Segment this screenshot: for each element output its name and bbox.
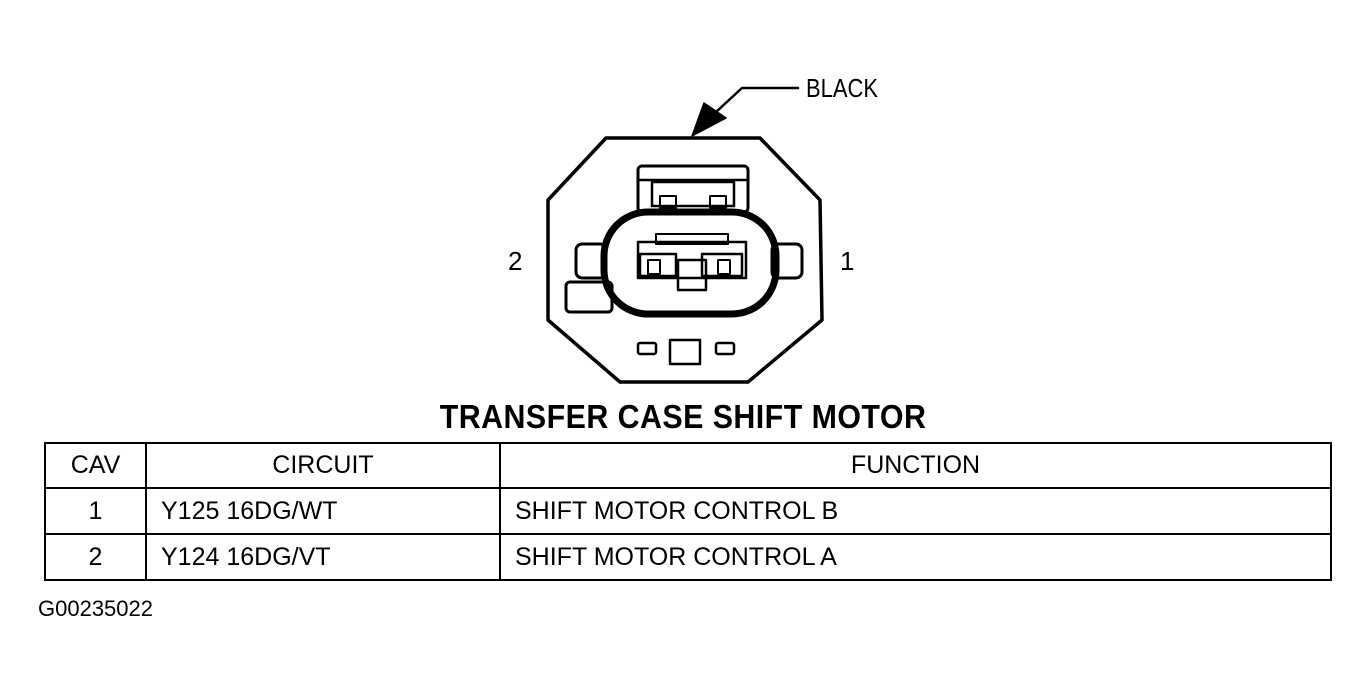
pin-label-left: 2 — [508, 246, 522, 276]
bottom-slot-center — [668, 338, 702, 366]
table-header-row: CAV CIRCUIT FUNCTION — [44, 442, 1332, 489]
connector-color-label: BLACK — [806, 73, 879, 103]
table-row: 2 Y124 16DG/VT SHIFT MOTOR CONTROL A — [44, 533, 1332, 581]
cavity-1 — [700, 252, 744, 278]
diagram-title: TRANSFER CASE SHIFT MOTOR — [439, 398, 927, 435]
pin-label-right: 1 — [840, 246, 854, 276]
cell-function: SHIFT MOTOR CONTROL A — [499, 533, 1332, 581]
header-function: FUNCTION — [499, 442, 1332, 489]
connector-housing — [546, 136, 824, 384]
bottom-slot-right — [714, 341, 736, 356]
center-key — [676, 258, 708, 292]
bottom-slot-left — [636, 341, 658, 356]
header-circuit: CIRCUIT — [145, 442, 501, 489]
terminal-block — [636, 240, 748, 280]
connector-diagram: BLACK 2 1 — [508, 73, 879, 384]
figure-code: G00235022 — [38, 596, 153, 621]
inner-shroud — [600, 208, 780, 318]
cell-cav: 1 — [44, 487, 147, 535]
right-tab — [770, 242, 804, 280]
leader-line — [714, 86, 800, 114]
header-cav: CAV — [44, 442, 147, 489]
cell-circuit: Y124 16DG/VT — [145, 533, 501, 581]
cell-function: SHIFT MOTOR CONTROL B — [499, 487, 1332, 535]
leader-arrowhead — [691, 102, 727, 137]
cell-cav: 2 — [44, 533, 147, 581]
cavity-2 — [638, 252, 678, 278]
cell-circuit: Y125 16DG/WT — [145, 487, 501, 535]
pinout-table: CAV CIRCUIT FUNCTION 1 Y125 16DG/WT SHIF… — [44, 442, 1332, 581]
table-row: 1 Y125 16DG/WT SHIFT MOTOR CONTROL B — [44, 487, 1332, 535]
